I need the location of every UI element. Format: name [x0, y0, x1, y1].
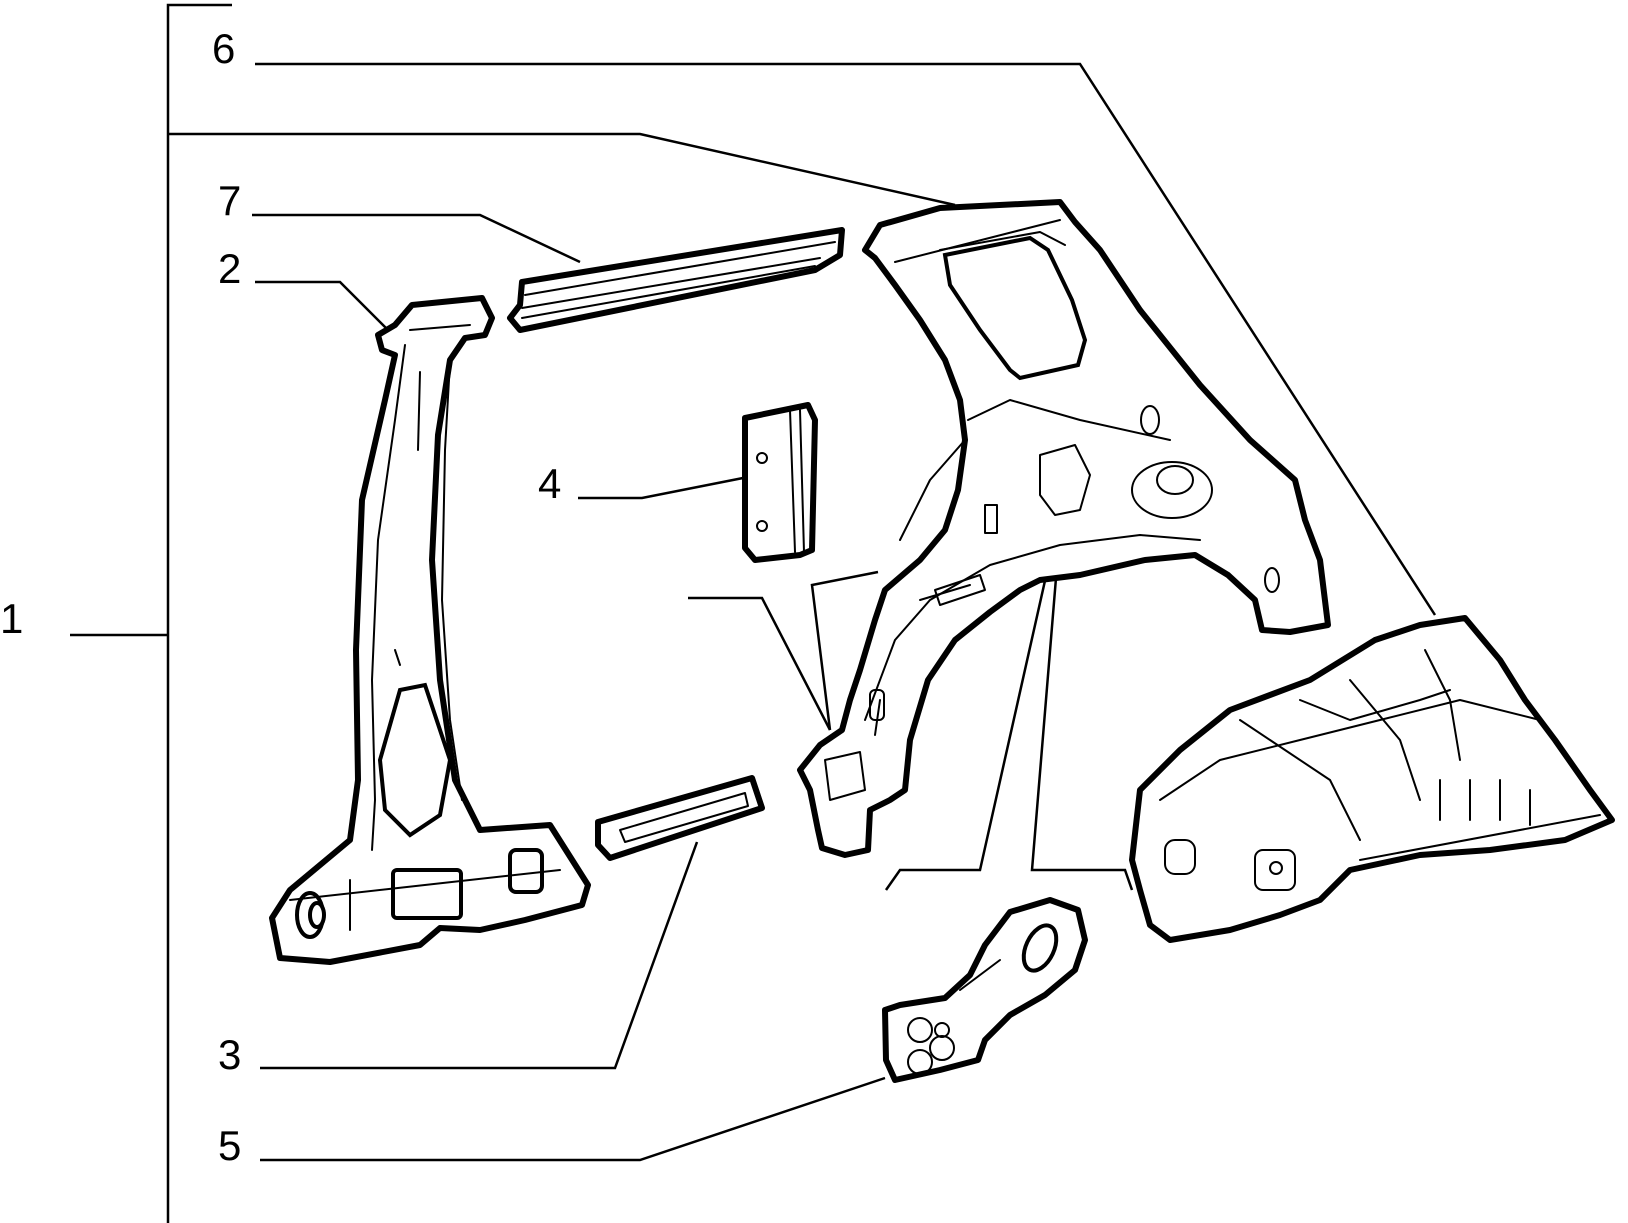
- leader-line-4-hole-b: [810, 570, 879, 731]
- callout-7: 7: [218, 177, 242, 224]
- callout-5: 5: [218, 1122, 242, 1169]
- leader-line-wheelhouse: [1030, 504, 1134, 891]
- part-7-roof-rail: [507, 227, 845, 333]
- leader-line-3: [260, 841, 699, 1070]
- leader-line-7: [252, 213, 581, 264]
- part-5-bracket: [882, 897, 1088, 1083]
- part-4-reinforcement-plate: [742, 402, 818, 563]
- callout-2: 2: [218, 245, 242, 292]
- leader-line-bracket: [884, 504, 1064, 891]
- callout-4: 4: [538, 460, 562, 507]
- part-3-sill-reinforcement: [595, 775, 765, 861]
- leader-line-4: [578, 476, 744, 500]
- leader-line-5: [260, 1076, 886, 1162]
- part-6-quarter-panel: [797, 199, 1331, 858]
- assembly-bracket: [70, 3, 956, 1223]
- leader-line-2: [255, 280, 389, 331]
- part-2-b-pillar: [269, 295, 591, 965]
- callout-3: 3: [218, 1031, 242, 1078]
- callout-6: 6: [212, 25, 236, 72]
- leader-line-6: [255, 62, 1437, 616]
- part-wheelhouse: [1129, 615, 1615, 943]
- callout-1: 1: [0, 595, 24, 642]
- leader-line-4-hole-a: [688, 596, 832, 731]
- leader-lines: [252, 62, 1437, 1162]
